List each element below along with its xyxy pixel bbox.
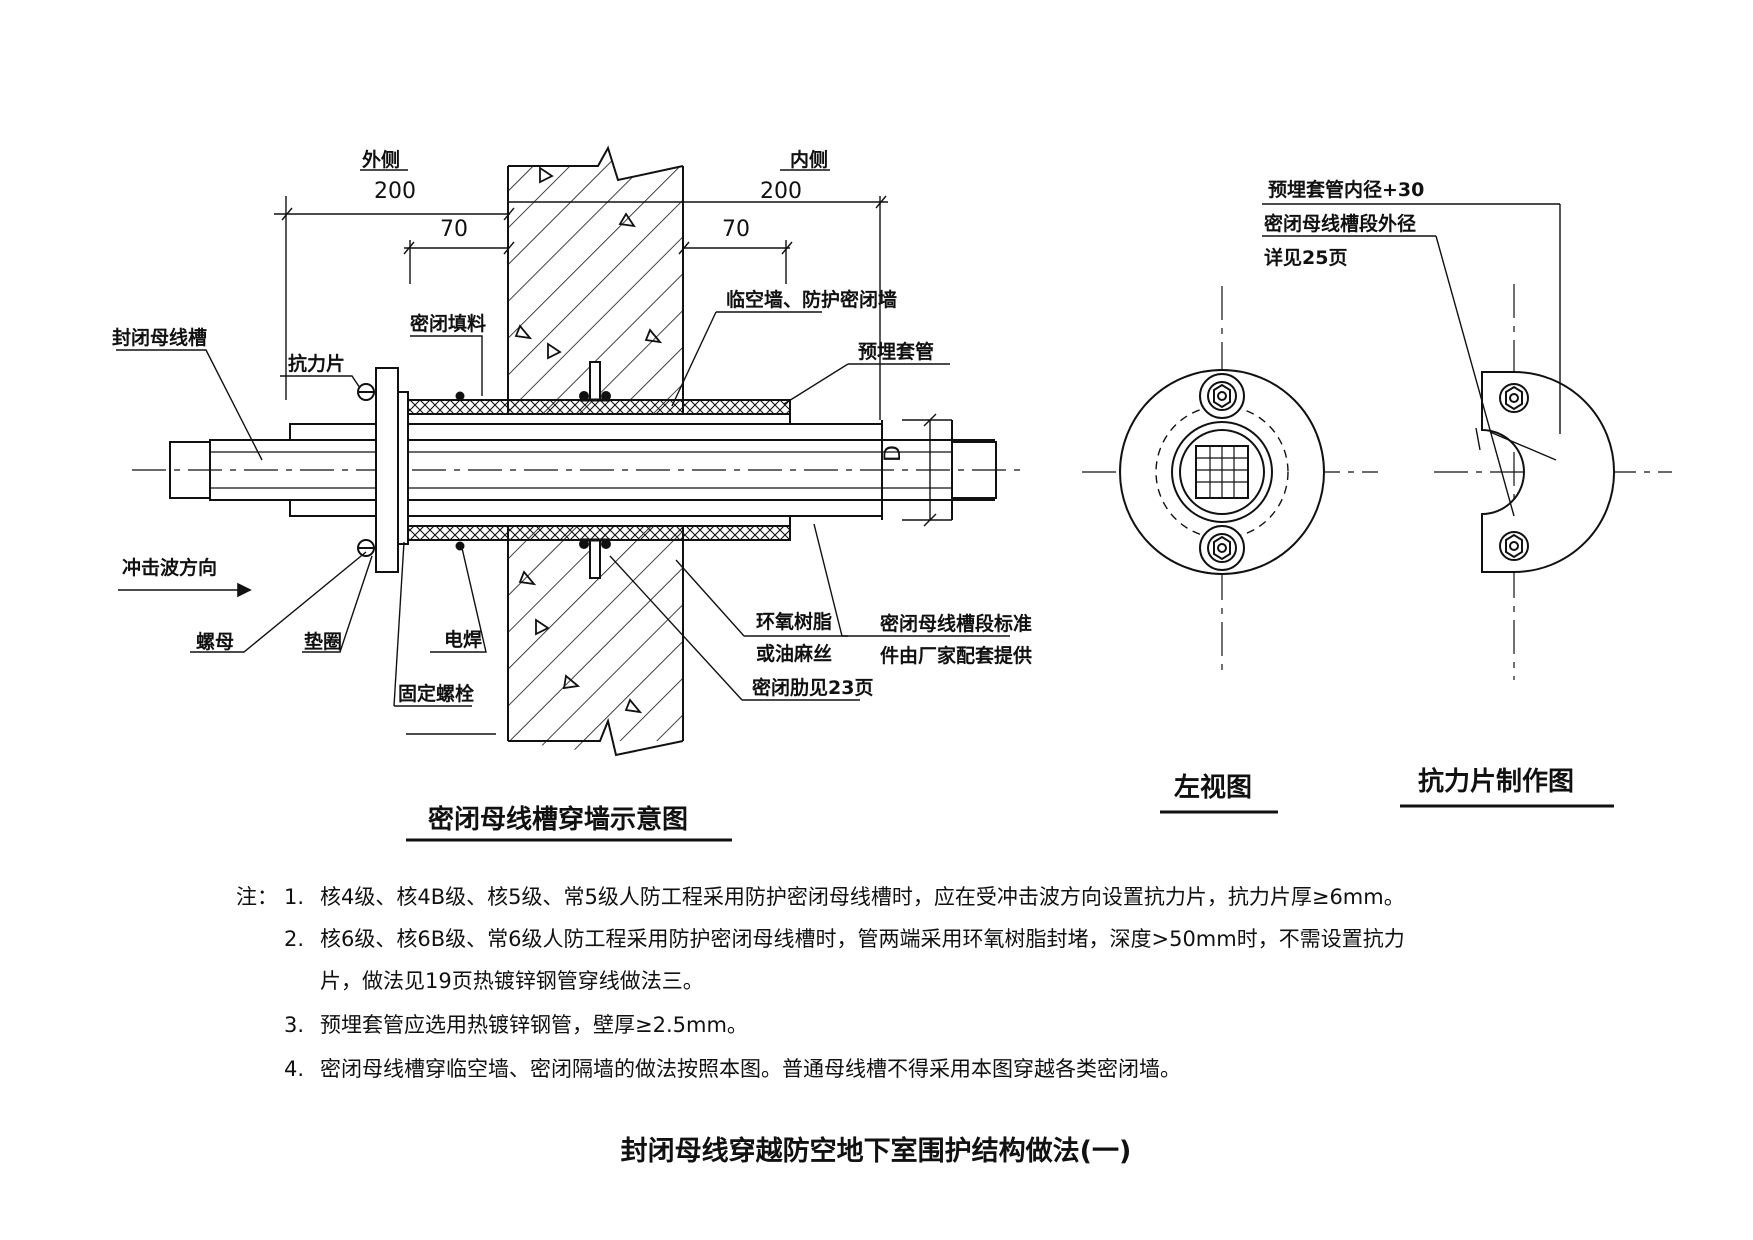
label-wall: 临空墙、防护密闭墙 (726, 288, 897, 311)
label-see-page: 详见25页 (1264, 246, 1347, 269)
weld-point-top (455, 391, 465, 401)
left-view (1082, 286, 1378, 814)
label-epoxy-line2: 或油麻丝 (756, 642, 832, 665)
force-plate-outline (1481, 371, 1615, 573)
force-plate-fabrication-view (1262, 203, 1672, 808)
plate-view-title: 抗力片制作图 (1418, 766, 1574, 797)
left-view-bolt-top (1199, 373, 1245, 419)
top-dimension-lines (274, 169, 888, 420)
note-4-number: 4. (284, 1057, 304, 1081)
dim-d (902, 413, 952, 527)
weld-point-bottom (455, 541, 465, 551)
note-2-text-line1: 核6级、核6B级、常6级人防工程采用防护密闭母线槽时，管两端采用环氧树脂封堵，深… (320, 927, 1405, 951)
dim-inner-total: 200 (760, 179, 802, 204)
note-1-number: 1. (284, 885, 304, 909)
notes-prefix: 注： (236, 885, 278, 909)
dim-outer-part: 70 (440, 217, 468, 242)
label-weld: 电焊 (444, 628, 482, 651)
plate-bolt-bottom (1499, 531, 1529, 561)
force-plate (357, 367, 465, 573)
sheet-title: 封闭母线穿越防空地下室围护结构做法(一) (621, 1135, 1132, 1167)
dim-outer-total: 200 (374, 179, 416, 204)
label-busway: 封闭母线槽 (112, 326, 207, 349)
label-standard-segment-line2: 件由厂家配套提供 (880, 644, 1032, 667)
dim-d-label: D (881, 445, 906, 462)
note-4-text: 密闭母线槽穿临空墙、密闭隔墙的做法按照本图。普通母线槽不得采用本图穿越各类密闭墙… (320, 1057, 1181, 1081)
label-nut: 螺母 (196, 631, 234, 653)
left-view-title: 左视图 (1174, 773, 1252, 803)
main-view-title: 密闭母线槽穿墙示意图 (428, 804, 688, 835)
note-3-text: 预埋套管应选用热镀锌钢管，壁厚≥2.5mm。 (320, 1013, 748, 1037)
label-seal-rib: 密闭肋见23页 (752, 676, 873, 699)
label-fixing-bolt: 固定螺栓 (398, 682, 474, 705)
note-3-number: 3. (284, 1013, 304, 1037)
note-1-text: 核4级、核4B级、核5级、常5级人防工程采用防护密闭母线槽时，应在受冲击波方向设… (320, 885, 1405, 909)
label-outer-side: 外侧 (362, 148, 400, 171)
label-epoxy-line1: 环氧树脂 (756, 610, 832, 633)
leader-lines (116, 311, 1010, 735)
label-outer-diameter: 密闭母线槽段外径 (1264, 212, 1416, 235)
label-shock-direction: 冲击波方向 (122, 556, 217, 579)
label-sleeve-diameter: 预埋套管内径+30 (1268, 178, 1424, 201)
label-washer: 垫圈 (304, 631, 342, 653)
dim-inner-part: 70 (722, 217, 750, 242)
left-view-bolt-bottom (1199, 525, 1245, 571)
main-section-view (116, 145, 1020, 842)
label-inner-side: 内侧 (790, 148, 828, 171)
note-2-text-line2: 片，做法见19页热镀锌钢管穿线做法三。 (320, 969, 704, 993)
plate-bolt-top (1499, 383, 1529, 413)
note-2-number: 2. (284, 927, 304, 951)
label-standard-segment-line1: 密闭母线槽段标准 (880, 612, 1032, 635)
seal-rib (579, 361, 611, 579)
label-sealing-filler: 密闭填料 (410, 312, 486, 335)
label-embedded-sleeve: 预埋套管 (858, 340, 934, 363)
label-force-plate: 抗力片 (288, 352, 345, 375)
notes-block: 注： 1. 核4级、核4B级、核5级、常5级人防工程采用防护密闭母线槽时，应在受… (236, 885, 1405, 1081)
shock-direction-arrow (118, 582, 252, 598)
